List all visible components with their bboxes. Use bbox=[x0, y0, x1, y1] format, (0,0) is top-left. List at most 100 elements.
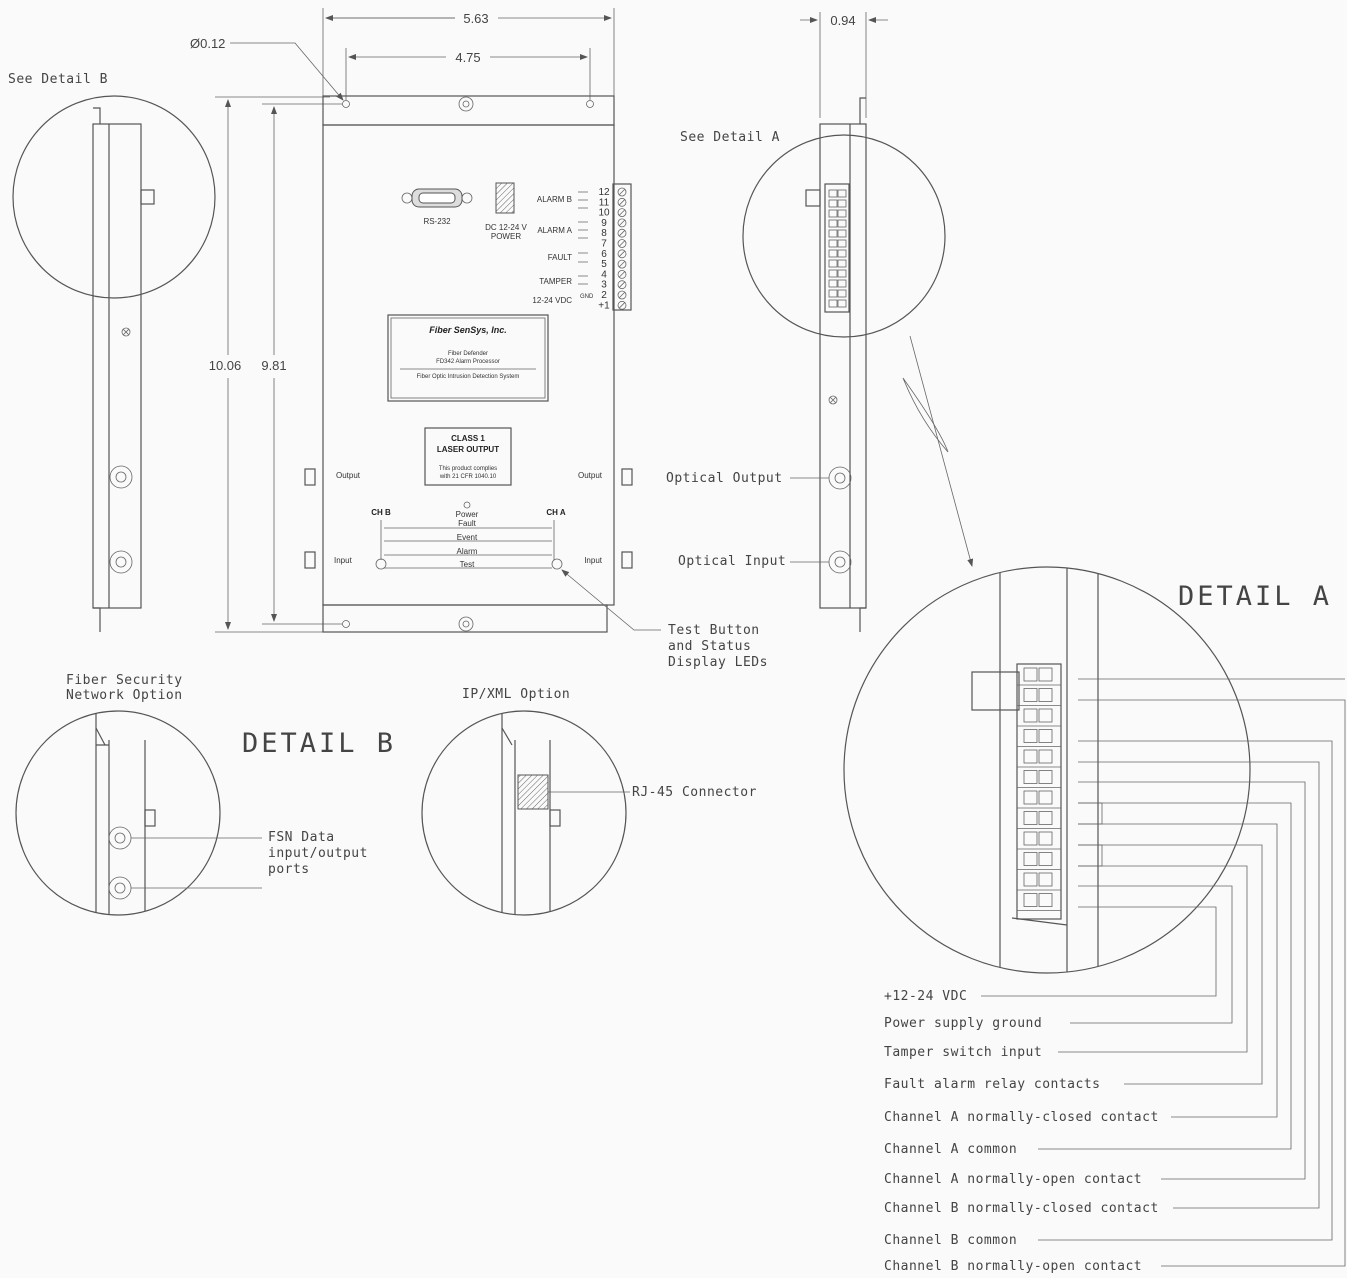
laser-label: CLASS 1 LASER OUTPUT This product compli… bbox=[424, 427, 512, 486]
terminal-number: 4 bbox=[601, 269, 607, 280]
label-line2: FD342 Alarm Processor bbox=[436, 359, 500, 365]
terminal-number: 12 bbox=[598, 187, 610, 198]
test-button-line3: Display LEDs bbox=[668, 655, 768, 670]
fsn-ports-line3: ports bbox=[268, 862, 310, 877]
test-button-line2: and Status bbox=[668, 639, 751, 654]
dimension-height-total: 10.06 bbox=[209, 96, 330, 633]
laser-line4: with 21 CFR 1040.10 bbox=[439, 474, 497, 480]
input-left-label: Input bbox=[334, 556, 353, 565]
ch-a-label: CH A bbox=[546, 508, 565, 517]
label-line1: Fiber Defender bbox=[448, 351, 488, 357]
terminal-screw-icon bbox=[617, 208, 627, 218]
terminal-screw-icon bbox=[617, 300, 627, 310]
led-fault: Fault bbox=[458, 519, 477, 528]
terminal-legend-item: Channel A normally-open contact bbox=[884, 1172, 1142, 1187]
terminal-screw-icon bbox=[617, 290, 627, 300]
laser-line2: LASER OUTPUT bbox=[437, 445, 499, 454]
power-led-label: Power bbox=[456, 510, 479, 519]
optical-output-label: Optical Output bbox=[666, 471, 783, 486]
terminal-number: +1 bbox=[598, 300, 610, 311]
terminal-legend-item: Channel B common bbox=[884, 1233, 1017, 1248]
right-side-view: See Detail A Optical Output Optical Inpu… bbox=[666, 97, 974, 632]
vdc-label: 12-24 VDC bbox=[532, 296, 572, 305]
terminal-number: 6 bbox=[601, 249, 607, 260]
see-detail-a: See Detail A bbox=[680, 130, 780, 145]
detail-b-reference-circle bbox=[12, 95, 216, 299]
ch-b-label: CH B bbox=[371, 508, 391, 517]
fault-label: FAULT bbox=[548, 253, 572, 262]
terminal-screw-icon bbox=[617, 280, 627, 290]
detail-b-title: DETAIL B bbox=[242, 728, 396, 759]
test-button-callout: Test Button and Status Display LEDs bbox=[561, 569, 768, 670]
terminal-legend-item: Power supply ground bbox=[884, 1016, 1042, 1031]
terminal-screw-icon bbox=[617, 218, 627, 228]
width-holes-value: 4.75 bbox=[455, 50, 480, 65]
front-optical-ports: Output Input Output Input bbox=[304, 468, 633, 569]
product-label: Fiber SenSys, Inc. Fiber Defender FD342 … bbox=[387, 314, 549, 402]
width-total-value: 5.63 bbox=[463, 11, 488, 26]
led-test: Test bbox=[460, 560, 475, 569]
height-holes-value: 9.81 bbox=[261, 358, 286, 373]
dimension-width-total: 5.63 bbox=[322, 8, 615, 118]
detail-a-reference-circle bbox=[742, 134, 946, 338]
tamper-label: TAMPER bbox=[539, 277, 572, 286]
fsn-option-line2: Network Option bbox=[66, 688, 183, 703]
fsn-ports-line2: input/output bbox=[268, 846, 368, 861]
power-jack: DC 12-24 V POWER bbox=[485, 182, 528, 241]
depth-value: 0.94 bbox=[830, 13, 855, 28]
height-total-value: 10.06 bbox=[209, 358, 242, 373]
label-line3: Fiber Optic Intrusion Detection System bbox=[417, 374, 520, 380]
terminal-legend-item: Channel A normally-closed contact bbox=[884, 1110, 1159, 1125]
input-right-label: Input bbox=[584, 556, 603, 565]
dimension-hole-diameter: Ø0.12 bbox=[190, 36, 344, 101]
terminal-legend-item: Fault alarm relay contacts bbox=[884, 1077, 1101, 1092]
fsn-option-line1: Fiber Security bbox=[66, 673, 183, 688]
detail-a: DETAIL A +12-24 VDC Power supply groundTa… bbox=[843, 566, 1346, 1274]
terminal-number: 11 bbox=[599, 197, 610, 208]
rs232-connector: RS-232 bbox=[401, 188, 473, 226]
ipxml-label: IP/XML Option bbox=[462, 687, 570, 702]
terminal-number: 5 bbox=[601, 259, 607, 270]
dimension-width-holes: 4.75 bbox=[345, 48, 591, 100]
rs232-label: RS-232 bbox=[423, 217, 451, 226]
test-button-line1: Test Button bbox=[668, 623, 760, 638]
dimension-height-holes: 9.81 bbox=[261, 103, 342, 625]
label-company: Fiber SenSys, Inc. bbox=[429, 325, 507, 335]
front-view: RS-232 DC 12-24 V POWER ALARM B ALARM A … bbox=[304, 95, 633, 633]
terminal-legend-item: Channel B normally-closed contact bbox=[884, 1201, 1159, 1216]
terminal-screw-icon bbox=[617, 239, 627, 248]
terminal-screw-icon bbox=[617, 259, 627, 269]
terminal-number: 2 bbox=[601, 290, 607, 301]
terminal-screw-icon bbox=[617, 197, 627, 207]
detail-b: Fiber Security Network Option DETAIL B F… bbox=[15, 673, 396, 916]
optical-input-label: Optical Input bbox=[678, 554, 786, 569]
terminal-screw-icon bbox=[617, 249, 627, 259]
terminal-number: 7 bbox=[601, 239, 607, 250]
detail-a-title: DETAIL A bbox=[1178, 581, 1332, 612]
alarm-a-label: ALARM A bbox=[537, 226, 572, 235]
terminal-number: 10 bbox=[598, 208, 610, 219]
terminal-legend-item: Channel B normally-open contact bbox=[884, 1259, 1142, 1274]
led-panel: CH B CH A Power Fault Event Alarm Test bbox=[371, 501, 566, 570]
output-right-label: Output bbox=[578, 471, 603, 480]
dimension-depth: 0.94 bbox=[800, 12, 888, 118]
terminal-number: 3 bbox=[601, 280, 607, 291]
ipxml-option: IP/XML Option RJ-45 Connector bbox=[421, 687, 757, 916]
rj45-label: RJ-45 Connector bbox=[632, 785, 757, 800]
terminal-screw-icon bbox=[617, 269, 627, 279]
terminal-legend-item: +12-24 VDC bbox=[884, 989, 967, 1004]
terminal-legend-item: Tamper switch input bbox=[884, 1045, 1042, 1060]
terminal-block-front bbox=[612, 183, 632, 311]
terminal-screw-icon bbox=[617, 187, 627, 197]
terminal-group-labels: ALARM B ALARM A FAULT TAMPER 12-24 VDC G… bbox=[532, 191, 594, 305]
output-left-label: Output bbox=[336, 471, 361, 480]
power-label-2: POWER bbox=[491, 232, 521, 241]
fsn-ports-line1: FSN Data bbox=[268, 830, 335, 845]
alarm-b-label: ALARM B bbox=[537, 195, 572, 204]
power-label-1: DC 12-24 V bbox=[485, 223, 527, 232]
terminal-legend-item: Channel A common bbox=[884, 1142, 1017, 1157]
led-event: Event bbox=[457, 533, 478, 542]
led-alarm: Alarm bbox=[457, 547, 478, 556]
